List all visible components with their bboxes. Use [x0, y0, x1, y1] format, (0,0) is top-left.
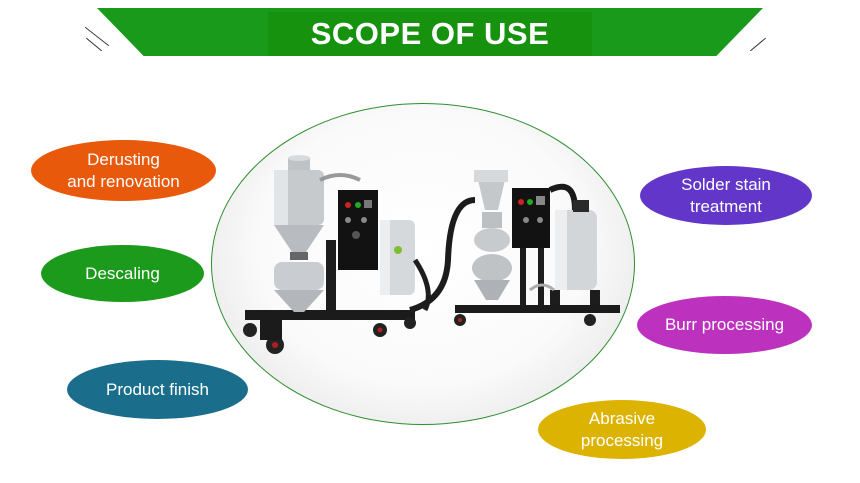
application-burr-processing-label: Burr processing: [664, 315, 785, 334]
application-descaling-label: Descaling: [85, 263, 160, 283]
left-machine: [243, 155, 431, 354]
application-product-finish-label: Product finish: [106, 379, 209, 399]
application-solder-stain-label: Solder stain treatment: [681, 174, 771, 216]
application-abrasive-processing-label: Abrasive processing: [580, 408, 664, 450]
application-derusting: Derusting and renovation: [31, 140, 216, 201]
application-product-finish: Product finish: [67, 360, 248, 419]
application-descaling: Descaling: [41, 245, 204, 302]
banner-corner-right: [750, 37, 766, 52]
blast-machines-image: [243, 155, 620, 354]
application-abrasive-processing: Abrasive processing: [538, 400, 706, 459]
right-machine: [409, 170, 620, 326]
application-burr-processing: Burr processing: [637, 296, 812, 354]
banner-rule-left: [84, 26, 110, 47]
banner-title: SCOPE OF USE: [310, 16, 550, 51]
application-solder-stain: Solder stain treatment: [640, 166, 812, 225]
application-derusting-label: Derusting and renovation: [67, 149, 180, 191]
banner: SCOPE OF USE: [268, 12, 592, 56]
